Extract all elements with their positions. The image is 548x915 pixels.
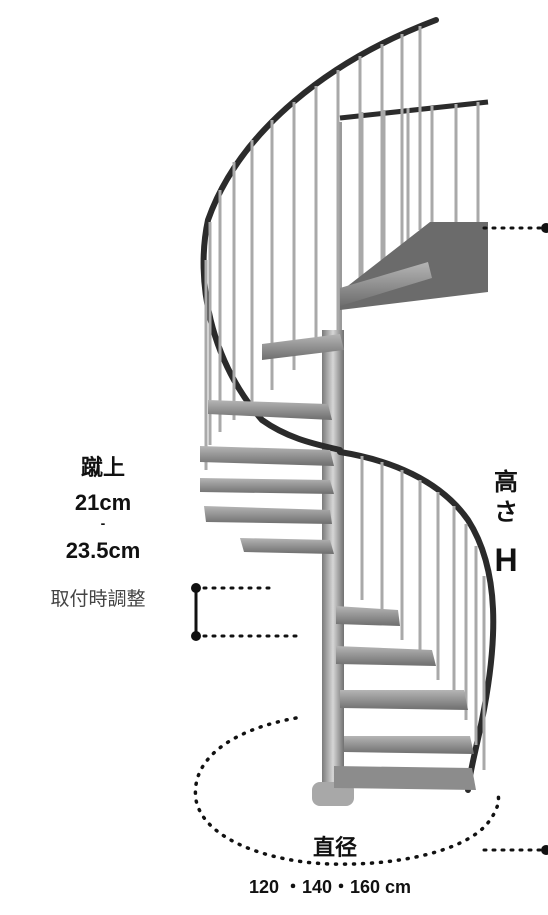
riser-bracket-icon [191,583,298,641]
height-markers [482,223,548,855]
upper-steps [200,262,432,554]
riser-min-value: 21cm [74,490,132,515]
diameter-ellipse-icon [193,716,501,866]
central-pole [322,330,344,800]
riser-max-value: 23.5cm [65,538,141,563]
riser-adjust-note: 取付時調整 [50,589,146,610]
riser-label: 蹴上 [80,455,125,480]
upper-handrail [200,17,439,453]
height-label-first-char: 高 [494,469,518,496]
diameter-sizes: 120 ・140・160 cm [248,877,412,897]
landing-rail-top [339,99,489,121]
lower-steps [334,606,476,790]
diameter-label: 直径 [312,835,357,860]
upper-balusters [204,26,480,470]
height-symbol: H [494,542,518,578]
lower-balusters [360,456,486,770]
height-label-second-char: さ [494,499,518,526]
lower-handrail [337,449,497,793]
riser-range-dash: - [100,515,106,531]
